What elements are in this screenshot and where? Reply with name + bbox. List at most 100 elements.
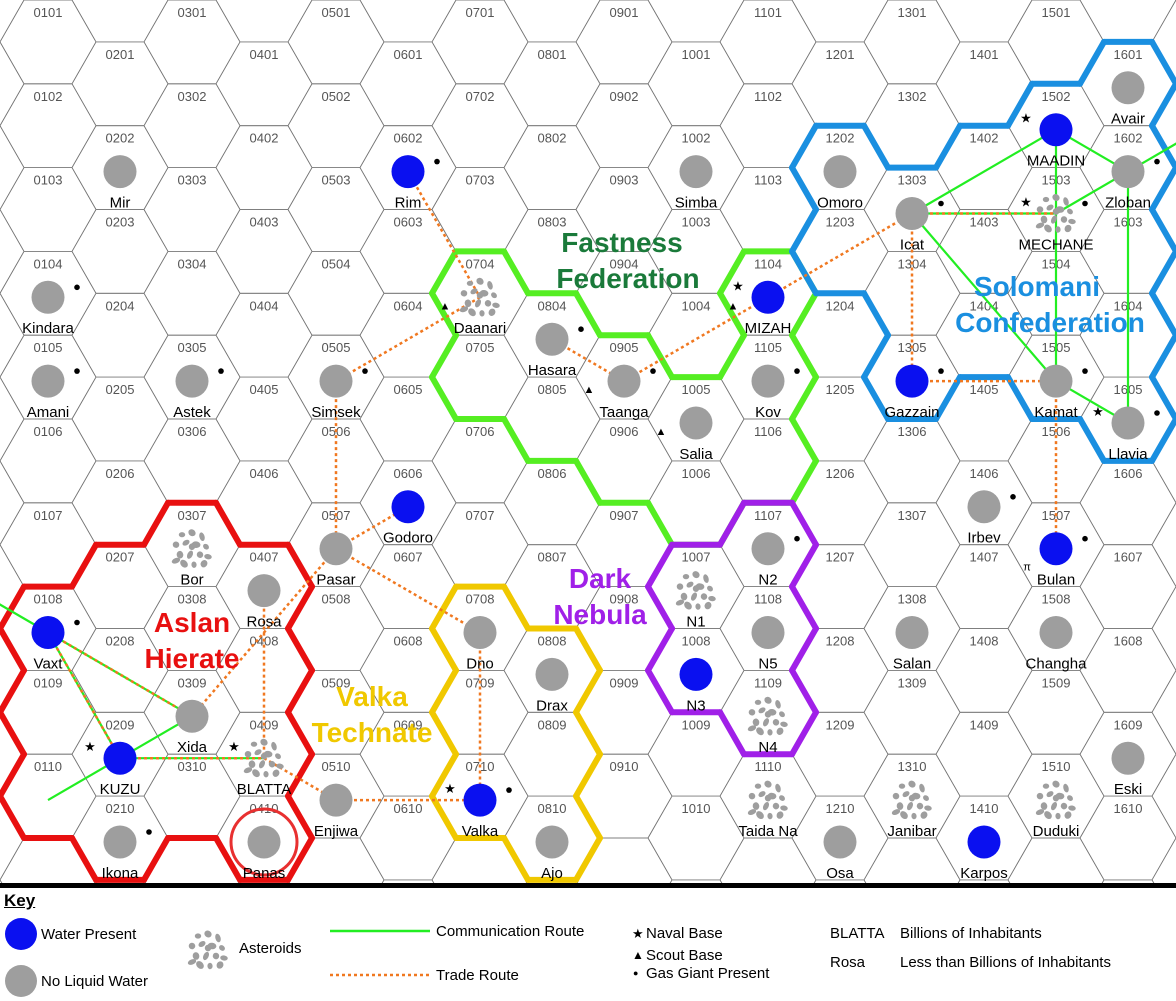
world-zloban[interactable]: Zloban — [1105, 155, 1160, 212]
dry-world-icon — [247, 825, 281, 859]
dry-world-icon — [535, 322, 569, 356]
hex-cell — [1151, 502, 1176, 587]
hex-number: 1302 — [898, 89, 927, 104]
world-duduki[interactable]: Duduki — [1033, 779, 1080, 840]
hex-number: 1007 — [682, 550, 711, 565]
hex-number: 0401 — [250, 47, 279, 62]
world-llavia[interactable]: ★Llavia — [1092, 404, 1160, 463]
world-drax[interactable]: Drax — [535, 657, 569, 714]
hex-number: 0809 — [538, 717, 567, 732]
scout-base-icon: ▲ — [656, 426, 667, 438]
world-name: Amani — [27, 404, 70, 421]
naval-base-icon: ★ — [444, 781, 456, 796]
hex-number: 1610 — [1114, 801, 1143, 816]
hex-number: 1501 — [1042, 5, 1071, 20]
hex-number: 1510 — [1042, 759, 1071, 774]
world-n3[interactable]: N3 — [679, 657, 713, 714]
world-kuzu[interactable]: ★KUZU — [84, 739, 140, 798]
hex-number: 0305 — [178, 340, 207, 355]
world-gazzain[interactable]: Gazzain — [884, 364, 944, 421]
hex-cell — [0, 460, 25, 546]
dry-world-icon — [751, 532, 785, 566]
hex-number: 0205 — [106, 382, 135, 397]
world-panas[interactable]: Panas — [229, 807, 299, 882]
world-name: Panas — [243, 865, 286, 882]
world-ikona[interactable]: Ikona — [102, 825, 152, 882]
world-bor[interactable]: Bor — [171, 528, 212, 589]
world-mir[interactable]: Mir — [103, 155, 137, 212]
world-salia[interactable]: ▲ Salia — [656, 406, 714, 463]
world-vaxt[interactable]: Vaxt — [31, 616, 80, 672]
world-name: Icat — [900, 236, 925, 253]
world-simsek[interactable]: Simsek — [311, 364, 368, 421]
world-hasara[interactable]: Hasara — [528, 322, 584, 379]
world-name: Janibar — [887, 823, 936, 840]
world-simba[interactable]: Simba — [675, 155, 718, 212]
world-astek[interactable]: Astek — [173, 364, 224, 421]
world-mechane[interactable]: ★MECHANE — [1018, 193, 1094, 254]
hex-number: 0402 — [250, 131, 279, 146]
world-n5[interactable]: N5 — [751, 616, 785, 672]
world-kov[interactable]: Kov — [751, 364, 800, 421]
world-enjiwa[interactable]: Enjiwa — [314, 783, 359, 840]
hex-number: 0501 — [322, 5, 351, 20]
world-osa[interactable]: Osa — [823, 825, 857, 882]
world-name: Salia — [679, 446, 713, 463]
world-maadin[interactable]: ★MAADIN — [1020, 111, 1085, 170]
world-dno[interactable]: Dno — [463, 616, 497, 672]
world-pasar[interactable]: Pasar — [316, 532, 356, 589]
world-irbev[interactable]: Irbev — [967, 490, 1016, 547]
water-world-icon — [103, 741, 137, 775]
routes-layer — [0, 128, 1176, 802]
hex-cell — [1151, 167, 1176, 252]
world-n4[interactable]: N4 — [747, 695, 788, 756]
hex-number: 0808 — [538, 634, 567, 649]
world-n2[interactable]: N2 — [751, 532, 800, 589]
world-karpos[interactable]: Karpos — [960, 825, 1008, 882]
trade-route — [406, 170, 482, 298]
world-janibar[interactable]: Janibar — [887, 779, 937, 840]
world-xida[interactable]: Xida — [175, 699, 209, 756]
world-salan[interactable]: Salan — [893, 616, 931, 672]
world-taanga[interactable]: ▲Taanga — [584, 364, 656, 421]
world-name: Osa — [826, 865, 854, 882]
world-valka[interactable]: ★ Valka — [444, 781, 512, 840]
world-amani[interactable]: Amani — [27, 364, 80, 421]
world-changha[interactable]: Changha — [1026, 616, 1088, 672]
world-mizah[interactable]: ★▲MIZAH — [728, 278, 792, 337]
world-kindara[interactable]: Kindara — [22, 280, 80, 337]
hex-number: 1409 — [970, 717, 999, 732]
world-godoro[interactable]: Godoro — [383, 490, 433, 547]
dry-world-icon — [679, 155, 713, 189]
world-name: Valka — [462, 823, 499, 840]
map-key: Key Water Present No Liquid Water Astero… — [0, 883, 1176, 1001]
world-rosa[interactable]: Rosa — [246, 574, 282, 631]
world-blatta[interactable]: ★BLATTA — [228, 737, 291, 798]
hex-number: 0701 — [466, 5, 495, 20]
world-eski[interactable]: Eski — [1111, 741, 1145, 798]
world-name: N5 — [758, 655, 777, 672]
water-dot-icon — [5, 918, 37, 950]
world-rim[interactable]: Rim — [391, 155, 440, 212]
world-name: MIZAH — [745, 320, 792, 337]
hex-number: 0607 — [394, 550, 423, 565]
hex-number: 0309 — [178, 675, 207, 690]
world-name: Salan — [893, 655, 931, 672]
world-avair[interactable]: Avair — [1111, 71, 1145, 128]
world-icat[interactable]: Icat — [895, 197, 944, 253]
world-name: MAADIN — [1027, 153, 1085, 170]
world-omoro[interactable]: Omoro — [817, 155, 863, 212]
world-kamat[interactable]: Kamat — [1034, 364, 1088, 421]
world-name: Xida — [177, 739, 208, 756]
hex-number: 0405 — [250, 382, 279, 397]
hex-number: 1303 — [898, 173, 927, 188]
key-pop-low-label: Less than Billions of Inhabitants — [900, 954, 1111, 971]
world-daanari[interactable]: ▲Daanari — [440, 276, 507, 337]
gas-giant-icon — [938, 368, 944, 374]
world-n1[interactable]: N1 — [675, 570, 716, 631]
polity-border-3 — [429, 583, 603, 883]
world-taida-na[interactable]: Taida Na — [738, 779, 798, 840]
world-ajo[interactable]: Ajo — [535, 825, 569, 882]
gas-giant-icon — [1082, 200, 1088, 207]
